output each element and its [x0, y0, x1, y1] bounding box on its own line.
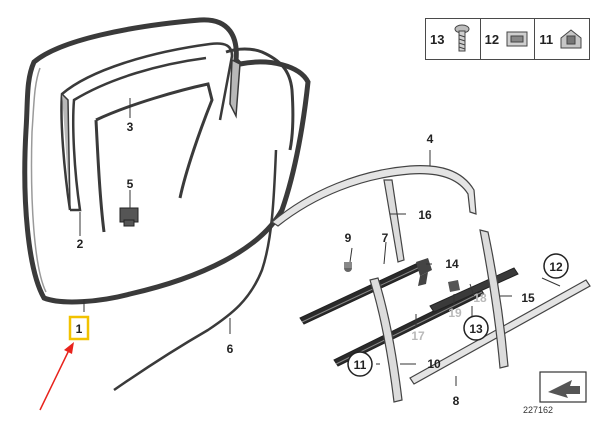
callout-19[interactable]: 19 — [448, 306, 462, 320]
leader-lines — [79, 98, 561, 386]
clip-part-14[interactable] — [416, 258, 432, 286]
frame-seal-part-2[interactable] — [60, 42, 234, 212]
clip-nut-icon — [560, 29, 582, 49]
legend-number-13: 13 — [430, 31, 445, 47]
legend-item-11[interactable]: 11 — [535, 19, 589, 59]
callout-7[interactable]: 7 — [382, 231, 389, 245]
callout-16[interactable]: 16 — [418, 208, 432, 222]
reference-number: 227162 — [523, 405, 554, 415]
svg-text:13: 13 — [469, 322, 483, 336]
seal-strip-part-6[interactable] — [113, 149, 278, 392]
legend-item-13[interactable]: 13 — [426, 19, 481, 59]
next-page-arrow-icon[interactable] — [539, 371, 587, 403]
pillar-cover-right[interactable] — [479, 229, 509, 369]
small-parts-legend: 13 12 11 — [425, 18, 590, 60]
pillar-cover-left[interactable] — [369, 277, 403, 403]
window-channel-part-3[interactable] — [94, 82, 214, 233]
callout-14[interactable]: 14 — [445, 257, 459, 271]
legend-number-11: 11 — [539, 31, 554, 47]
callout-1[interactable]: 1 — [76, 322, 83, 336]
pointer-arrow — [39, 342, 74, 411]
callout-18[interactable]: 18 — [473, 291, 487, 305]
legend-number-12: 12 — [484, 31, 500, 47]
door-seal-part-1[interactable] — [22, 17, 311, 305]
clip-part-9[interactable] — [344, 262, 352, 272]
legend-item-12[interactable]: 12 — [481, 19, 536, 59]
callout-4[interactable]: 4 — [427, 132, 434, 146]
roof-trim-part-4[interactable] — [271, 165, 477, 227]
callout-3[interactable]: 3 — [127, 120, 134, 134]
outer-strip-part-15[interactable] — [429, 267, 519, 313]
callout-2[interactable]: 2 — [77, 237, 84, 251]
circled-callout-13[interactable]: 13 — [463, 315, 489, 341]
callout-6[interactable]: 6 — [227, 342, 234, 356]
svg-text:11: 11 — [354, 358, 367, 372]
callout-9[interactable]: 9 — [345, 231, 352, 245]
callout-5[interactable]: 5 — [127, 177, 134, 191]
circled-callout-12[interactable]: 12 — [543, 253, 569, 279]
highlight-box — [68, 315, 90, 341]
svg-text:12: 12 — [549, 260, 563, 274]
callout-17[interactable]: 17 — [411, 329, 425, 343]
clip-part-19[interactable] — [448, 280, 460, 292]
callout-8[interactable]: 8 — [453, 394, 460, 408]
circled-callout-11[interactable]: 11 — [347, 351, 373, 377]
callout-15[interactable]: 15 — [521, 291, 535, 305]
clip-strip-icon — [506, 31, 528, 47]
pillar-trim-part-16[interactable] — [383, 179, 405, 263]
callout-10[interactable]: 10 — [427, 357, 441, 371]
screw-icon — [454, 24, 470, 52]
